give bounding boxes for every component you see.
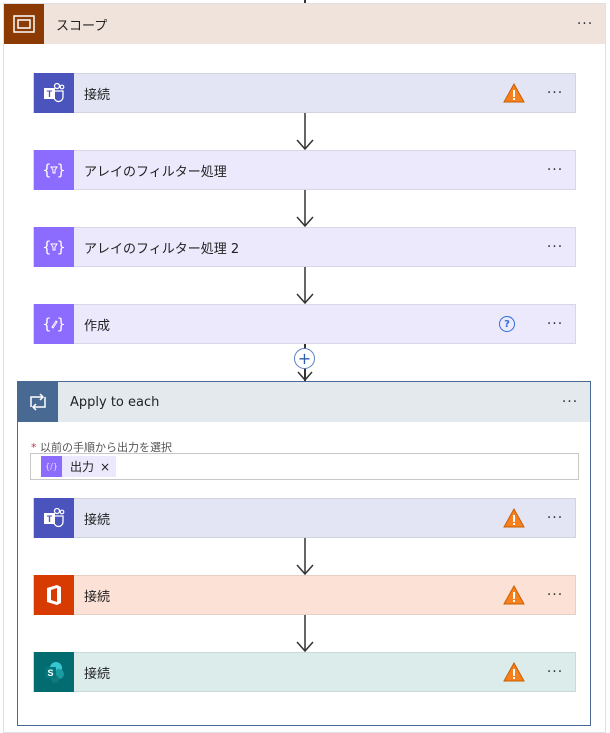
loop-icon <box>18 382 58 422</box>
arrow-down-icon <box>295 538 315 576</box>
compose-icon <box>34 304 74 344</box>
more-options-button[interactable]: ··· <box>546 664 564 680</box>
step-title: 接続 <box>84 589 111 605</box>
warning-icon[interactable] <box>503 83 525 103</box>
more-options-button[interactable]: ··· <box>546 85 564 101</box>
step-teams-connect[interactable]: 接続 ··· <box>33 73 576 113</box>
output-select-input[interactable]: {∕} 出力 × <box>30 453 579 480</box>
field-label: * 以前の手順から出力を選択 <box>31 439 172 455</box>
scope-title: スコープ <box>56 18 108 34</box>
arrow-down-icon <box>295 113 315 151</box>
more-options-button[interactable]: ··· <box>561 394 579 410</box>
scope-header[interactable]: スコープ ··· <box>4 4 605 44</box>
filter-array-icon <box>34 227 74 267</box>
step-title: 接続 <box>84 87 111 103</box>
more-options-button[interactable]: ··· <box>576 16 594 32</box>
office365-icon <box>34 575 74 615</box>
teams-icon <box>34 73 74 113</box>
more-options-button[interactable]: ··· <box>546 510 564 526</box>
step-sharepoint-connect[interactable]: 接続 ··· <box>33 652 576 692</box>
arrow-head-icon <box>297 371 313 382</box>
step-filter-array[interactable]: アレイのフィルター処理 ··· <box>33 150 576 190</box>
filter-array-icon <box>34 150 74 190</box>
compose-icon: {∕} <box>41 456 62 477</box>
scope-icon <box>4 4 44 44</box>
step-title: アレイのフィルター処理 2 <box>84 241 240 257</box>
more-options-button[interactable]: ··· <box>546 162 564 178</box>
apply-to-each-header[interactable]: Apply to each ··· <box>18 382 590 422</box>
step-office365-connect[interactable]: 接続 ··· <box>33 575 576 615</box>
remove-token-button[interactable]: × <box>100 459 111 474</box>
warning-icon[interactable] <box>503 508 525 528</box>
warning-icon[interactable] <box>503 585 525 605</box>
step-title: 接続 <box>84 512 111 528</box>
token-label: 出力 <box>70 460 95 474</box>
field-label-text: 以前の手順から出力を選択 <box>40 441 172 454</box>
help-icon[interactable]: ? <box>499 316 515 332</box>
step-title: 作成 <box>84 318 111 334</box>
step-compose[interactable]: 作成 ? ··· <box>33 304 576 344</box>
more-options-button[interactable]: ··· <box>546 316 564 332</box>
teams-icon <box>34 498 74 538</box>
step-teams-connect-loop[interactable]: 接続 ··· <box>33 498 576 538</box>
more-options-button[interactable]: ··· <box>546 239 564 255</box>
warning-icon[interactable] <box>503 662 525 682</box>
arrow-down-icon <box>295 190 315 228</box>
step-title: アレイのフィルター処理 <box>84 164 227 180</box>
insert-step-button[interactable]: + <box>294 348 315 369</box>
sharepoint-icon <box>34 652 74 692</box>
arrow-down-icon <box>295 267 315 305</box>
dynamic-content-token[interactable]: {∕} 出力 × <box>41 456 117 477</box>
incoming-connector <box>304 0 306 3</box>
arrow-down-icon <box>295 615 315 653</box>
step-title: 接続 <box>84 666 111 682</box>
required-mark: * <box>31 441 37 454</box>
apply-to-each-title: Apply to each <box>70 394 160 410</box>
step-filter-array-2[interactable]: アレイのフィルター処理 2 ··· <box>33 227 576 267</box>
more-options-button[interactable]: ··· <box>546 587 564 603</box>
